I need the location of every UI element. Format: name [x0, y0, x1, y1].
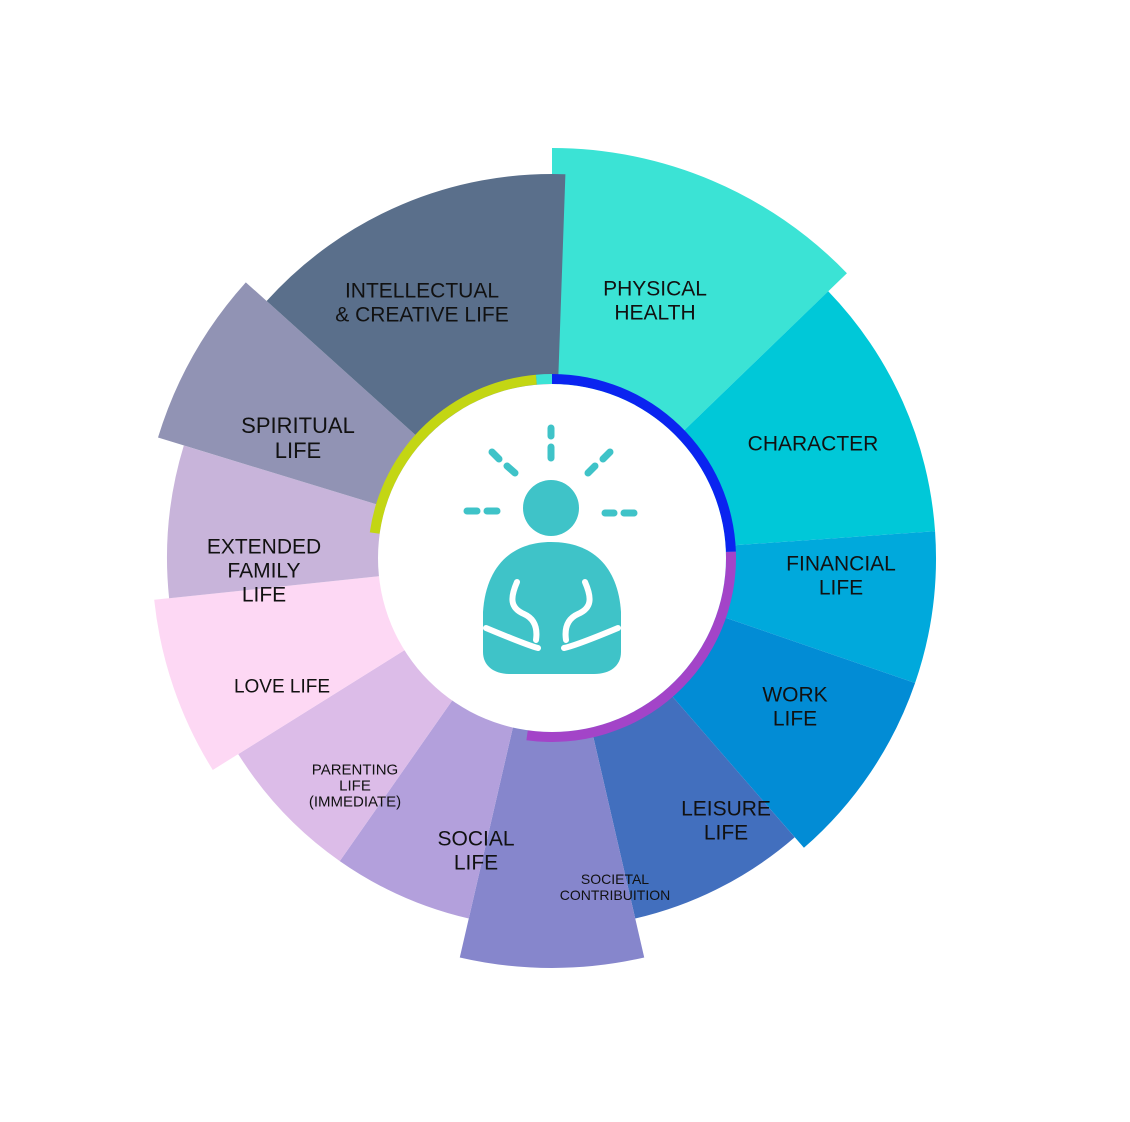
- left-arm: [509, 579, 540, 643]
- ray-dash: [584, 462, 599, 477]
- segment-work-life: [664, 614, 916, 848]
- head: [523, 480, 579, 536]
- segment-leisure-life: [590, 687, 795, 919]
- segment-social-life: [339, 698, 514, 919]
- body: [483, 542, 621, 674]
- label-line: SOCIETAL: [581, 871, 649, 887]
- ray-dash: [503, 462, 519, 477]
- label-line: FINANCIAL: [786, 552, 896, 575]
- label-line: LIFE: [454, 851, 498, 874]
- segment-physical-health: [552, 148, 847, 439]
- label-line: SPIRITUAL: [241, 413, 355, 438]
- label-line: LIFE: [275, 438, 321, 463]
- label-line: (IMMEDIATE): [309, 793, 401, 810]
- label-line: SOCIAL: [437, 827, 514, 850]
- segment-parenting-life: [238, 649, 454, 862]
- segment-love-life: [154, 575, 407, 770]
- ring-yellow-green: [369, 374, 537, 534]
- label-line: HEALTH: [614, 301, 695, 324]
- label-character: CHARACTER: [748, 432, 879, 455]
- segment-societal-contribution: [459, 725, 645, 968]
- label-line: & CREATIVE LIFE: [335, 303, 509, 326]
- ring-turquoise: [535, 374, 552, 385]
- label-line: FAMILY: [227, 559, 300, 582]
- left-leg-line: [483, 625, 541, 651]
- ray-dash: [488, 448, 503, 463]
- label-line: LIFE: [773, 707, 817, 730]
- meditation-person-icon: [463, 424, 638, 674]
- label-line: EXTENDED: [207, 535, 321, 558]
- segment-financial-life: [714, 531, 936, 684]
- right-leg-line: [561, 625, 621, 651]
- label-line: LIFE: [339, 777, 371, 794]
- right-arm: [562, 579, 593, 643]
- ring-blue: [552, 373, 736, 552]
- segment-intellectual-creative-life: [266, 173, 566, 443]
- label-line: LIFE: [819, 576, 863, 599]
- ray-dash: [599, 448, 614, 463]
- label-intellectual-creative-life: INTELLECTUAL& CREATIVE LIFE: [335, 279, 509, 326]
- label-love-life: LOVE LIFE: [234, 677, 330, 698]
- label-line: WORK: [762, 683, 827, 706]
- label-line: LEISURE: [681, 797, 771, 820]
- label-line: PARENTING: [312, 761, 398, 778]
- label-line: LOVE LIFE: [234, 677, 330, 698]
- label-line: CHARACTER: [748, 432, 879, 455]
- segment-spiritual-life: [158, 282, 425, 508]
- label-line: CONTRIBUITION: [560, 887, 670, 903]
- inner-ring: [369, 373, 737, 743]
- segments-layer: [154, 148, 936, 968]
- segment-extended-family-life: [167, 445, 388, 599]
- label-line: LIFE: [242, 583, 286, 606]
- label-line: INTELLECTUAL: [345, 279, 499, 302]
- segment-character: [675, 291, 936, 546]
- label-line: LIFE: [704, 821, 748, 844]
- label-line: PHYSICAL: [603, 277, 707, 300]
